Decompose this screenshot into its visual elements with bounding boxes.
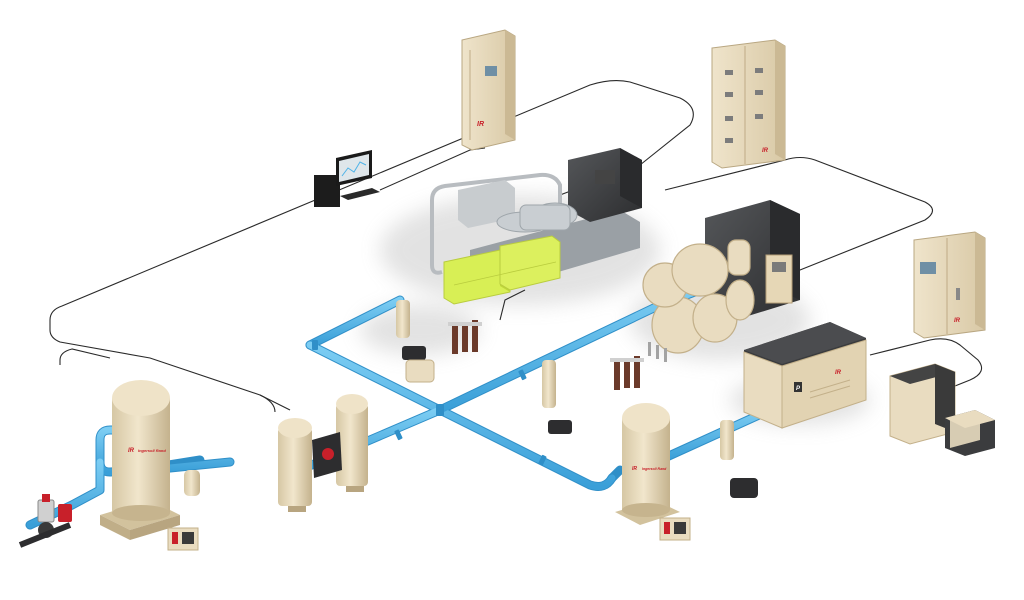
keyboard-icon [340, 188, 380, 200]
control-cabinet-right[interactable]: IR [910, 228, 990, 342]
switchgear-cabinet[interactable]: IR [708, 36, 790, 172]
brand-logo: IR [477, 121, 484, 128]
brand-logo: IR [632, 466, 637, 472]
filter-bank-right[interactable] [538, 352, 762, 502]
small-compressor-icon [889, 363, 995, 456]
brand-logo: IR [835, 370, 842, 376]
small-compressor[interactable] [886, 360, 1000, 460]
desiccant-dryer-icon [278, 394, 368, 512]
desiccant-dryer[interactable] [274, 390, 372, 516]
drain-valve[interactable] [164, 466, 694, 554]
computer-workstation[interactable] [310, 146, 384, 210]
heat-exchanger-icon [443, 235, 561, 305]
oil-free-compressor[interactable] [636, 196, 806, 366]
brand-logo: IR [762, 148, 769, 154]
filter-icon [542, 356, 758, 498]
monitor-icon [339, 154, 369, 182]
control-cabinet-top[interactable]: IR [458, 26, 520, 154]
rotary-compressor-icon: P IR [743, 322, 867, 429]
heat-exchanger[interactable] [440, 232, 564, 308]
brand-wordmark: Ingersoll Rand [642, 467, 667, 471]
filter-icon [396, 300, 482, 383]
svg-text:P: P [796, 386, 801, 392]
rotary-screw-compressor[interactable]: P IR [740, 318, 870, 432]
switchgear-indicator-panels [725, 68, 763, 143]
brand-logo: IR [128, 448, 135, 454]
oil-free-compressor-icon [642, 200, 800, 362]
motor-housing [568, 148, 642, 222]
drain-valve-icon [167, 470, 691, 551]
point-of-use-regulator[interactable] [16, 490, 78, 552]
hmi-screen-icon [485, 66, 497, 76]
brand-logo: IR [954, 318, 961, 324]
regulator-icon [18, 494, 72, 548]
air-receiver-right[interactable]: IR Ingersoll Rand [610, 400, 686, 530]
compressor-stages [496, 202, 578, 233]
brand-wordmark: Ingersoll Rand [138, 448, 166, 453]
filter-bank-center[interactable] [392, 296, 488, 386]
air-receiver-icon: IR Ingersoll Rand [615, 403, 680, 525]
air-receiver-icon: IR Ingersoll Rand [100, 380, 180, 540]
air-receiver-left[interactable]: IR Ingersoll Rand [96, 376, 184, 544]
hmi-screen-icon [920, 262, 936, 274]
